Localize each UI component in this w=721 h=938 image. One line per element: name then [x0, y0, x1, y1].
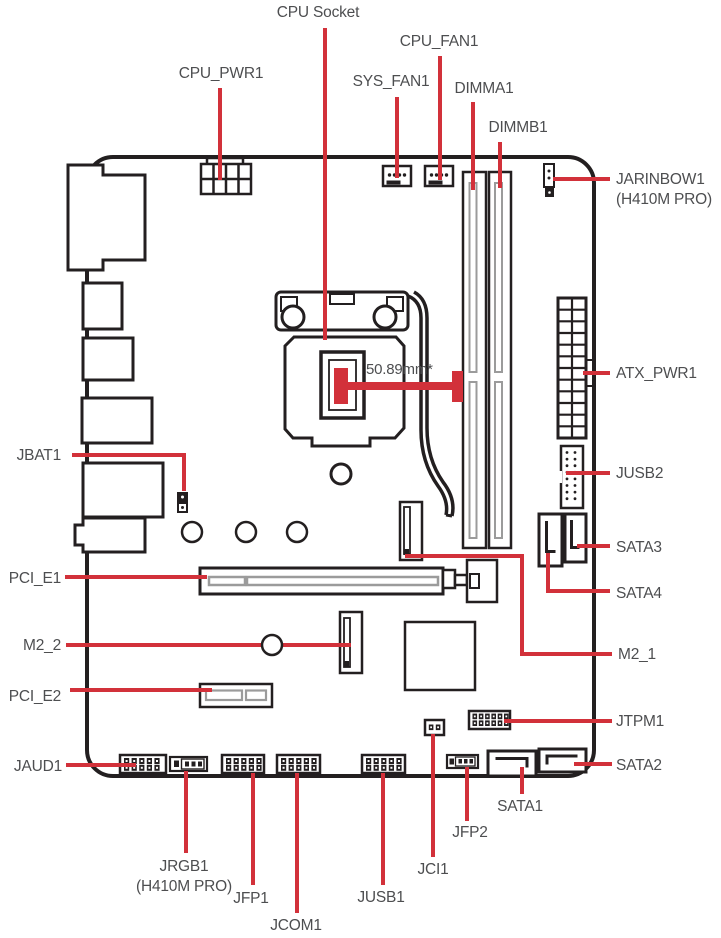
- label-m2-2: M2_2: [23, 637, 61, 654]
- label-dimma1: DIMMA1: [454, 80, 514, 97]
- label-atx-pwr1: ATX_PWR1: [616, 365, 697, 382]
- label-jfp2: JFP2: [452, 824, 488, 841]
- callout-line-jbat1: [72, 453, 186, 491]
- chipset-block: [403, 620, 477, 692]
- socket-lever: [407, 294, 449, 516]
- label-jusb2: JUSB2: [616, 465, 664, 482]
- label-pci-e1: PCI_E1: [8, 570, 61, 587]
- rear-io-ports: [66, 163, 165, 554]
- io-lan-usb-block: [81, 461, 165, 519]
- io-video-block: [81, 336, 135, 382]
- port-sata3: [563, 512, 588, 564]
- label-jarinbow1-variant: (H410M PRO): [616, 191, 712, 208]
- label-sys-fan1: SYS_FAN1: [352, 73, 430, 90]
- label-sata1: SATA1: [497, 798, 543, 815]
- label-cpu-socket: CPU Socket: [276, 4, 360, 21]
- label-sata4: SATA4: [616, 585, 662, 602]
- port-sata2: [537, 747, 588, 774]
- slot-pci-e2: [198, 682, 274, 709]
- io-audio-block: [73, 516, 147, 554]
- header-jusb2: [557, 444, 585, 510]
- port-sata1: [486, 749, 538, 778]
- label-jrgb1: JRGB1: [159, 858, 209, 875]
- label-sata2: SATA2: [616, 757, 662, 774]
- header-jtpm1: [467, 709, 512, 731]
- label-jbat1: JBAT1: [16, 447, 62, 464]
- label-pci-e2: PCI_E2: [8, 688, 61, 705]
- dimension-line: [334, 368, 463, 404]
- label-dimmb1: DIMMB1: [488, 119, 548, 136]
- mounting-holes: [180, 520, 309, 657]
- header-jarinbow1: [543, 163, 555, 197]
- callout-line-m2-1: [405, 554, 612, 656]
- slot-pci-e1: [198, 558, 499, 604]
- measurement-value: 50.89mm*: [366, 361, 433, 378]
- io-usb-block: [81, 281, 124, 331]
- io-ps2-usb-block: [66, 163, 147, 272]
- jumper-jbat1: [177, 492, 188, 513]
- label-jcom1: JCOM1: [270, 917, 322, 934]
- label-cpu-pwr1: CPU_PWR1: [178, 65, 264, 82]
- label-jusb1: JUSB1: [357, 889, 405, 906]
- connector-atx-pwr1: [556, 296, 594, 440]
- connector-m2-1: [398, 500, 424, 562]
- label-jarinbow1: JARINBOW1: [616, 171, 705, 188]
- label-jci1: JCI1: [417, 861, 449, 878]
- label-sata3: SATA3: [616, 539, 662, 556]
- connector-cpu-pwr1: [199, 156, 253, 196]
- header-jfp2: [445, 753, 480, 770]
- slot-dimmb1: [487, 170, 513, 550]
- label-jrgb1-variant: (H410M PRO): [136, 878, 232, 895]
- callout-lines: [65, 28, 612, 913]
- label-jaud1: JAUD1: [13, 758, 62, 775]
- label-jfp1: JFP1: [233, 890, 269, 907]
- header-jrgb1: [168, 755, 209, 773]
- label-jtpm1: JTPM1: [616, 713, 665, 730]
- label-m2-1: M2_1: [618, 646, 656, 663]
- label-cpu-fan1: CPU_FAN1: [399, 33, 479, 50]
- header-jfp1: [220, 753, 266, 775]
- pcie-latch: [441, 558, 499, 604]
- slot-dimma1: [461, 170, 488, 550]
- header-jusb1: [360, 753, 407, 775]
- header-jci1: [423, 718, 446, 737]
- io-video-block-2: [80, 396, 154, 445]
- header-jcom1: [275, 753, 322, 775]
- port-sata4: [537, 512, 564, 568]
- connector-m2-2: [338, 610, 364, 675]
- callout-line-sata4: [546, 553, 610, 593]
